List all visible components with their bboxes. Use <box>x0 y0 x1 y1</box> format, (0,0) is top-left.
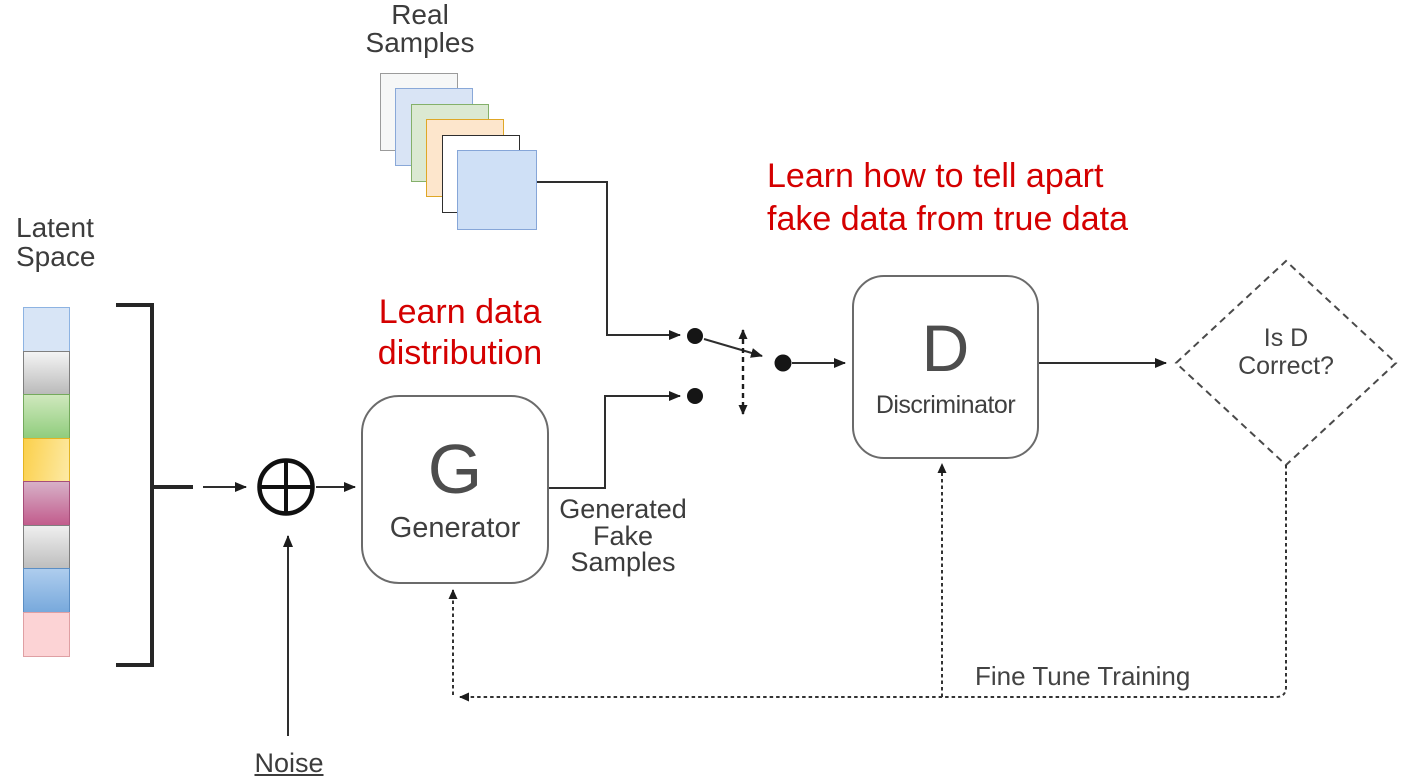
generator-box: G Generator <box>361 395 549 584</box>
noise-label: Noise <box>254 748 324 778</box>
latent-cell <box>23 524 70 570</box>
learn-discriminator-annotation: Learn how to tell apart fake data from t… <box>767 157 1128 238</box>
latent-cell <box>23 611 70 657</box>
latent-space-label: Latent Space <box>16 212 96 272</box>
fake-flow-line <box>546 391 681 489</box>
generated-fake-label: Generated Fake Samples <box>559 494 687 577</box>
decision-diamond <box>1174 259 1398 467</box>
latent-cell <box>23 394 70 439</box>
discriminator-label: Discriminator <box>875 390 1016 419</box>
latent-cell <box>23 481 70 526</box>
decision-label: Is D Correct? <box>1238 324 1334 380</box>
latent-cell <box>23 437 70 483</box>
fine-tune-label: Fine Tune Training <box>975 661 1191 691</box>
real-flow-line <box>537 181 681 340</box>
switch-dot-fake <box>687 388 703 404</box>
switch-arm <box>703 338 763 358</box>
real-samples-stack <box>380 73 542 233</box>
learn-data-annotation: Learn data distribution <box>377 293 543 372</box>
selection-bracket-icon <box>116 303 154 667</box>
switch-dot-output <box>774 354 792 372</box>
generator-letter: G <box>427 430 483 508</box>
latent-cell <box>23 568 70 613</box>
latent-cell <box>23 307 70 352</box>
switch-dot-real <box>687 328 703 344</box>
real-sample-card <box>457 150 537 230</box>
discriminator-box: D Discriminator <box>852 275 1039 459</box>
latent-cell <box>23 350 70 396</box>
latent-vector <box>23 307 70 657</box>
plus-circle-icon <box>257 458 315 516</box>
real-samples-label: Real Samples <box>365 0 475 58</box>
generator-label: Generator <box>389 512 521 544</box>
feedback-path <box>459 465 1287 702</box>
discriminator-letter: D <box>921 310 970 385</box>
